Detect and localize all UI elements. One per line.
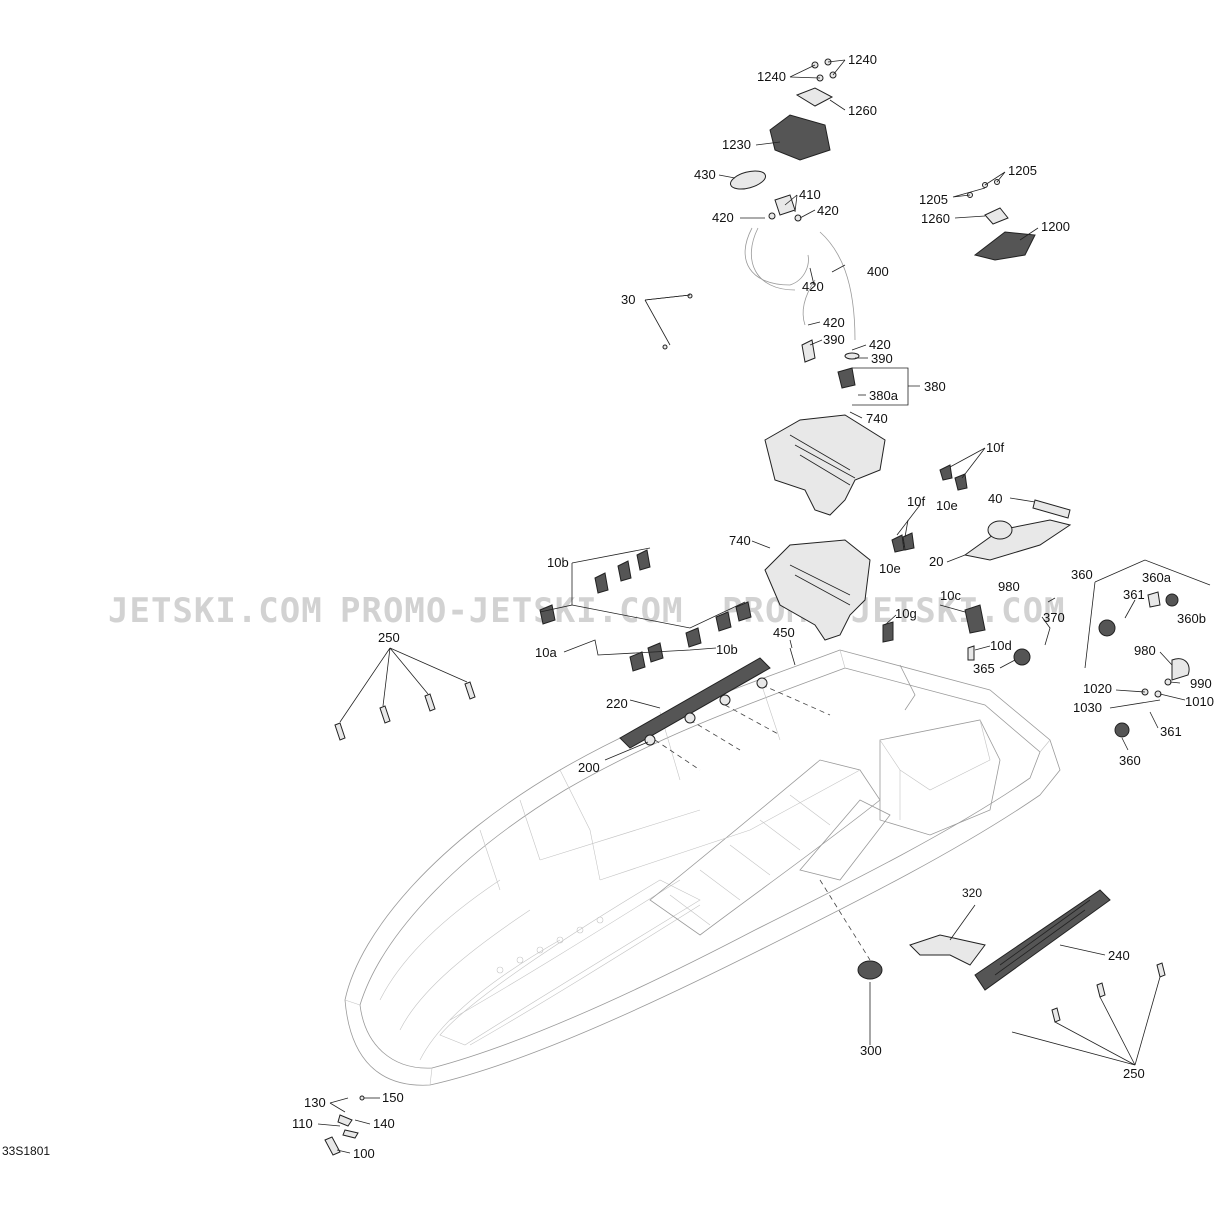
callout-label: 360b	[1177, 611, 1206, 626]
callout-label: 1260	[921, 211, 950, 226]
callout-label: 20	[929, 554, 943, 569]
callout-label: 380a	[869, 388, 899, 403]
callout-label: 10g	[895, 606, 917, 621]
callout-label: 400	[867, 264, 889, 279]
callout-label: 250	[378, 630, 400, 645]
callout-label: 1205	[919, 192, 948, 207]
parts-layer	[324, 58, 1190, 1156]
callout-label: 1240	[757, 69, 786, 84]
watermark-text: JETSKI.COM	[108, 591, 323, 631]
callout-label: 740	[729, 533, 751, 548]
diagram-code: 33S1801	[2, 1144, 50, 1158]
callout-label: 420	[823, 315, 845, 330]
watermark-layer: JETSKI.COM PROMO-JETSKI.COM PROMO-JETSKI…	[108, 591, 1065, 631]
callout-label: 10c	[940, 588, 961, 603]
plate-1260	[795, 87, 834, 107]
callout-label: 10b	[716, 642, 738, 657]
callout-label: 320	[962, 886, 982, 900]
callout-label: 10f	[986, 440, 1004, 455]
callout-label: 140	[373, 1116, 395, 1131]
vent-1230	[769, 114, 831, 161]
callout-label: 1205	[1008, 163, 1037, 178]
callout-label: 420	[817, 203, 839, 218]
callout-label: 1200	[1041, 219, 1070, 234]
callout-label: 240	[1108, 948, 1130, 963]
callout-label: 420	[712, 210, 734, 225]
callout-label: 10a	[535, 645, 557, 660]
callout-label: 361	[1123, 587, 1145, 602]
callout-label: 990	[1190, 676, 1212, 691]
callout-label: 10e	[936, 498, 958, 513]
callout-label: 361	[1160, 724, 1182, 739]
callout-label: 10f	[907, 494, 925, 509]
callout-label: 1240	[848, 52, 877, 67]
callout-label: 40	[988, 491, 1002, 506]
callout-label: 980	[998, 579, 1020, 594]
callout-label: 410	[799, 187, 821, 202]
callout-label: 740	[866, 411, 888, 426]
leader-lines	[317, 59, 1211, 1154]
callout-label: 1260	[848, 103, 877, 118]
callout-label: 420	[802, 279, 824, 294]
callout-label: 1230	[722, 137, 751, 152]
callout-label: 450	[773, 625, 795, 640]
callout-label: 110	[292, 1116, 313, 1131]
callout-label: 1020	[1083, 681, 1112, 696]
callout-label: 360a	[1142, 570, 1172, 585]
callout-label: 200	[578, 760, 600, 775]
hull-illustration	[344, 649, 1061, 1086]
callout-label: 980	[1134, 643, 1156, 658]
callout-label: 10e	[879, 561, 901, 576]
callout-label: 1010	[1185, 694, 1214, 709]
callout-label: 390	[871, 351, 893, 366]
callout-label: 10b	[547, 555, 569, 570]
callout-label: 220	[606, 696, 628, 711]
callout-label: 30	[621, 292, 635, 307]
callout-label: 390	[823, 332, 845, 347]
callout-label: 420	[869, 337, 891, 352]
callout-label: 250	[1123, 1066, 1145, 1081]
callout-label: 365	[973, 661, 995, 676]
callout-label: 10d	[990, 638, 1012, 653]
callout-label: 150	[382, 1090, 404, 1105]
callout-label: 360	[1071, 567, 1093, 582]
callout-label: 130	[304, 1095, 326, 1110]
watermark-text: PROMO-JETSKI.COM	[340, 591, 684, 631]
callout-labels: 1240 1240 1260 1230 430 410 420 420 420 …	[292, 52, 1214, 1161]
callout-label: 360	[1119, 753, 1141, 768]
callout-label: 300	[860, 1043, 882, 1058]
callout-label: 380	[924, 379, 946, 394]
callout-label: 1030	[1073, 700, 1102, 715]
callout-label: 100	[353, 1146, 375, 1161]
callout-label: 370	[1043, 610, 1065, 625]
assembly-guide-lines	[654, 684, 871, 961]
callout-label: 430	[694, 167, 716, 182]
